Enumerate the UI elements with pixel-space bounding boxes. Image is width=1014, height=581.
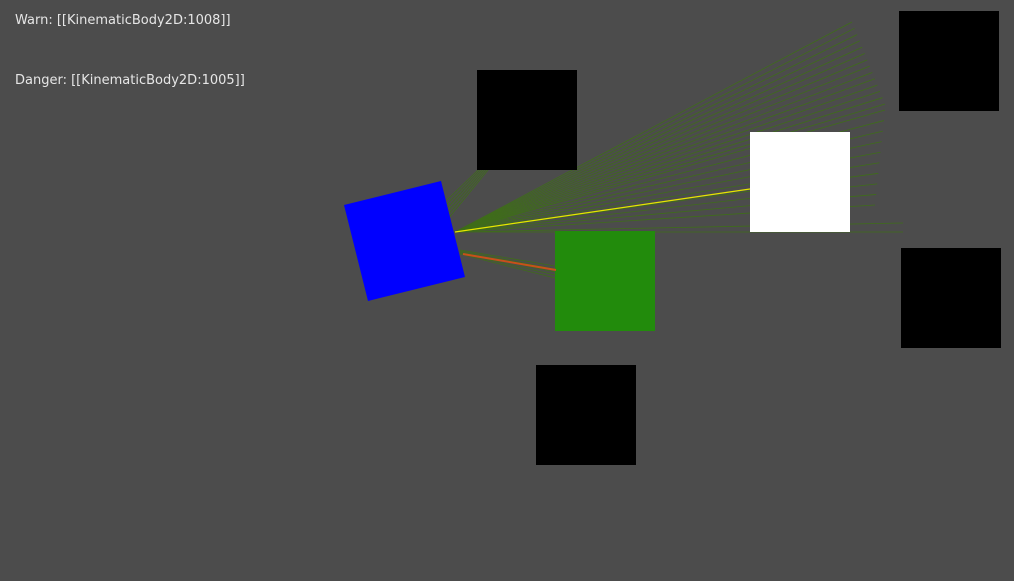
warn-ray: [454, 188, 751, 233]
sensor-ray: [454, 40, 860, 233]
sensor-ray: [454, 72, 873, 233]
sensor-ray: [459, 253, 556, 279]
sensor-ray: [446, 169, 483, 209]
danger-label: Danger: [[KinematicBody2D:1005]]: [15, 73, 245, 88]
sensor-ray: [446, 169, 481, 205]
sensor-ray: [454, 21, 853, 233]
player-body: [344, 181, 465, 301]
sensor-ray: [446, 169, 479, 201]
sensor-rays: [446, 21, 904, 279]
warn-label: Warn: [[KinematicBody2D:1008]]: [15, 13, 231, 28]
sensor-ray: [454, 84, 878, 233]
sensor-ray: [446, 169, 487, 217]
sensor-ray: [454, 109, 886, 233]
sensor-ray: [454, 27, 855, 233]
sensor-ray: [454, 78, 875, 233]
obstacle-mid-right: [901, 248, 1001, 348]
highlighted-rays: [454, 188, 751, 271]
danger-body: [555, 231, 655, 331]
warn-body: [750, 132, 850, 232]
sensor-ray: [446, 169, 485, 213]
sensor-ray: [454, 103, 886, 233]
sensor-ray: [454, 97, 883, 233]
sensor-ray: [454, 91, 881, 233]
obstacle-top-center: [477, 70, 577, 170]
sensor-ray: [454, 46, 863, 233]
sensor-ray: [454, 53, 865, 233]
sensor-ray: [454, 65, 870, 233]
sensor-ray: [446, 169, 489, 221]
sensor-ray: [454, 59, 868, 233]
sensor-ray: [459, 249, 556, 267]
danger-ray: [462, 253, 557, 271]
sensor-ray: [454, 34, 858, 233]
obstacle-top-right: [899, 11, 999, 111]
obstacle-bottom-center: [536, 365, 636, 465]
sensor-ray: [459, 250, 556, 270]
